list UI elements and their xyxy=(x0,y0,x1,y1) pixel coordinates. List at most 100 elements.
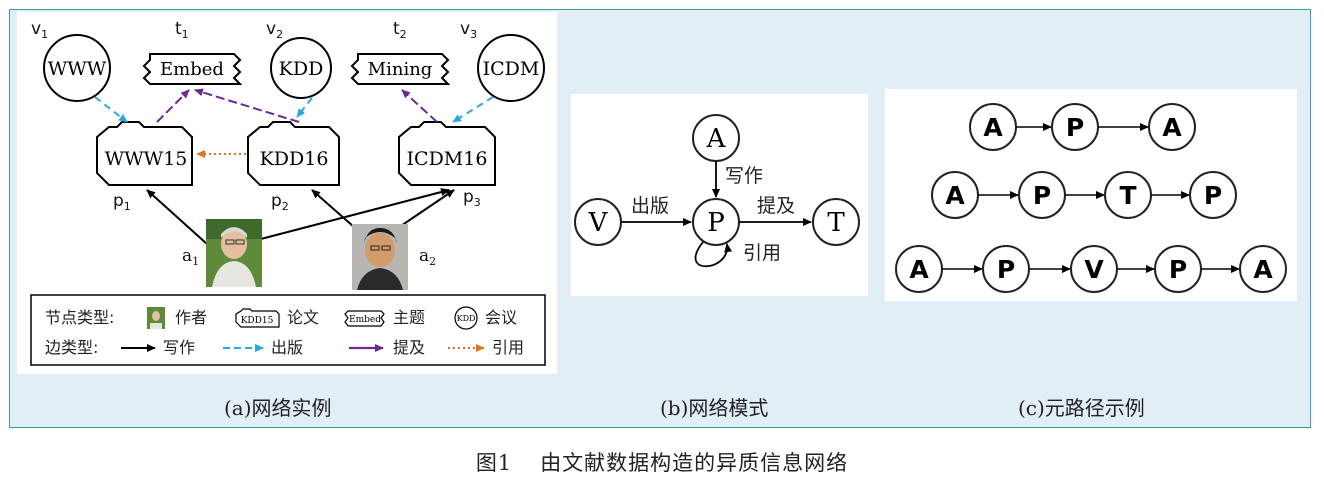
legend-author-label: 作者 xyxy=(175,308,207,327)
paper-node-icdm16: ICDM16 xyxy=(398,121,496,186)
legend-publish-label: 出版 xyxy=(271,338,303,357)
caption-panel-b: (b)网络模式 xyxy=(660,396,769,420)
meta-path-node-a: A xyxy=(1148,103,1196,151)
caption-panel-a: (a)网络实例 xyxy=(224,396,332,420)
svg-text:A: A xyxy=(983,113,1003,142)
schema-node-p: P xyxy=(692,198,740,246)
schema-label-write: 写作 xyxy=(725,165,763,187)
meta-path-node-p: P xyxy=(1018,171,1066,219)
meta-path-node-p: P xyxy=(982,245,1030,293)
venue-id-v3: v3 xyxy=(460,19,477,41)
schema-label-publish: 出版 xyxy=(631,195,669,217)
svg-text:WWW15: WWW15 xyxy=(105,148,188,170)
paper-node-kdd16: KDD16 xyxy=(247,121,340,186)
edge-publish-kdd xyxy=(296,97,313,118)
svg-text:ICDM: ICDM xyxy=(483,58,540,80)
topic-id-t1: t1 xyxy=(175,19,189,41)
schema-node-a: A xyxy=(692,114,740,162)
legend-node-type-label: 节点类型: xyxy=(45,308,114,327)
panel-a: v1 t1 v2 t2 v3 WWW KDD ICDM Embed Mining… xyxy=(17,12,557,374)
svg-text:P: P xyxy=(997,255,1015,284)
paper-node-www15: WWW15 xyxy=(96,121,193,186)
edge-publish-www xyxy=(94,96,128,123)
schema-label-mention: 提及 xyxy=(757,195,795,217)
svg-text:A: A xyxy=(945,181,965,210)
venue-node-www: WWW xyxy=(43,34,111,102)
legend-edge-type-label: 边类型: xyxy=(45,338,98,357)
legend-author-icon xyxy=(147,307,165,329)
meta-path-node-a: A xyxy=(969,103,1017,151)
svg-text:P: P xyxy=(1033,181,1051,210)
author-photo-a1 xyxy=(206,219,262,287)
edge-mention-icdm16-mining xyxy=(401,89,438,123)
svg-text:V: V xyxy=(588,208,609,238)
meta-path-node-v: V xyxy=(1070,245,1118,293)
schema-node-t: T xyxy=(812,198,860,246)
venue-node-kdd: KDD xyxy=(270,37,332,99)
svg-text:Embed: Embed xyxy=(349,315,381,325)
network-schema-diagram: A V P T 写作 出版 提及 引用 xyxy=(574,114,860,268)
legend-topic-label: 主题 xyxy=(393,308,425,327)
legend-write-label: 写作 xyxy=(163,338,195,357)
topic-node-mining: Mining xyxy=(350,53,451,85)
svg-text:A: A xyxy=(706,124,727,154)
svg-text:ICDM16: ICDM16 xyxy=(407,148,488,170)
svg-text:P: P xyxy=(1066,113,1084,142)
meta-path-node-p: P xyxy=(1154,245,1202,293)
svg-text:T: T xyxy=(827,208,845,238)
venue-node-icdm: ICDM xyxy=(477,34,545,102)
legend-paper-icon: KDD15 xyxy=(235,308,280,328)
figure-number: 图1 xyxy=(475,451,513,475)
author-id-a2: a2 xyxy=(419,246,436,268)
venue-id-v2: v2 xyxy=(266,19,283,41)
schema-node-v: V xyxy=(574,198,622,246)
svg-text:P: P xyxy=(1204,181,1222,210)
venue-id-v1: v1 xyxy=(31,19,48,41)
svg-text:KDD: KDD xyxy=(279,58,324,80)
legend-topic-icon: Embed xyxy=(344,310,385,327)
svg-text:P: P xyxy=(1169,255,1187,284)
edge-mention-www15-embed xyxy=(156,89,190,123)
figure-title: 由文献数据构造的异质信息网络 xyxy=(540,451,849,475)
legend-venue-icon: KDD xyxy=(454,306,478,330)
svg-text:V: V xyxy=(1084,255,1104,284)
network-instance-diagram: v1 t1 v2 t2 v3 WWW KDD ICDM Embed Mining… xyxy=(30,19,546,366)
meta-path-node-a: A xyxy=(1239,245,1287,293)
edge-publish-icdm xyxy=(452,96,494,123)
paper-id-p1: p1 xyxy=(113,191,131,213)
paper-id-p3: p3 xyxy=(463,187,481,209)
author-id-a1: a1 xyxy=(182,246,199,268)
legend-cite-label: 引用 xyxy=(492,338,524,357)
meta-path-node-p: P xyxy=(1189,171,1237,219)
svg-text:A: A xyxy=(1162,113,1182,142)
meta-path-node-a: A xyxy=(895,245,943,293)
panel-b: A V P T 写作 出版 提及 引用 xyxy=(571,94,868,296)
svg-text:A: A xyxy=(1253,255,1273,284)
schema-edge-cite-loop xyxy=(694,241,733,268)
svg-text:KDD: KDD xyxy=(457,314,476,323)
author-photo-a2 xyxy=(352,224,408,290)
meta-path-diagram: A P A A P T P A P V P A xyxy=(895,103,1287,293)
caption-panel-c: (c)元路径示例 xyxy=(1018,396,1145,420)
meta-path-node-p: P xyxy=(1051,103,1099,151)
legend-venue-label: 会议 xyxy=(485,308,517,327)
svg-text:T: T xyxy=(1119,181,1136,210)
svg-text:Embed: Embed xyxy=(160,59,224,80)
panel-c: A P A A P T P A P V P A xyxy=(885,89,1297,301)
svg-text:P: P xyxy=(707,208,725,238)
svg-text:KDD15: KDD15 xyxy=(241,316,274,326)
figure-caption: 图1 由文献数据构造的异质信息网络 xyxy=(0,447,1324,477)
svg-text:Mining: Mining xyxy=(368,59,433,80)
edge-mention-kdd16-embed xyxy=(194,88,300,123)
legend: 节点类型: 作者 KDD15 论文 Embed 主题 KDD 会议 边类型: 写… xyxy=(30,294,546,366)
edge-write-a1-p3 xyxy=(256,188,450,241)
schema-label-cite: 引用 xyxy=(743,242,781,264)
svg-text:WWW: WWW xyxy=(48,58,107,80)
legend-mention-label: 提及 xyxy=(393,338,425,357)
legend-paper-label: 论文 xyxy=(287,308,319,327)
paper-id-p2: p2 xyxy=(271,191,289,213)
